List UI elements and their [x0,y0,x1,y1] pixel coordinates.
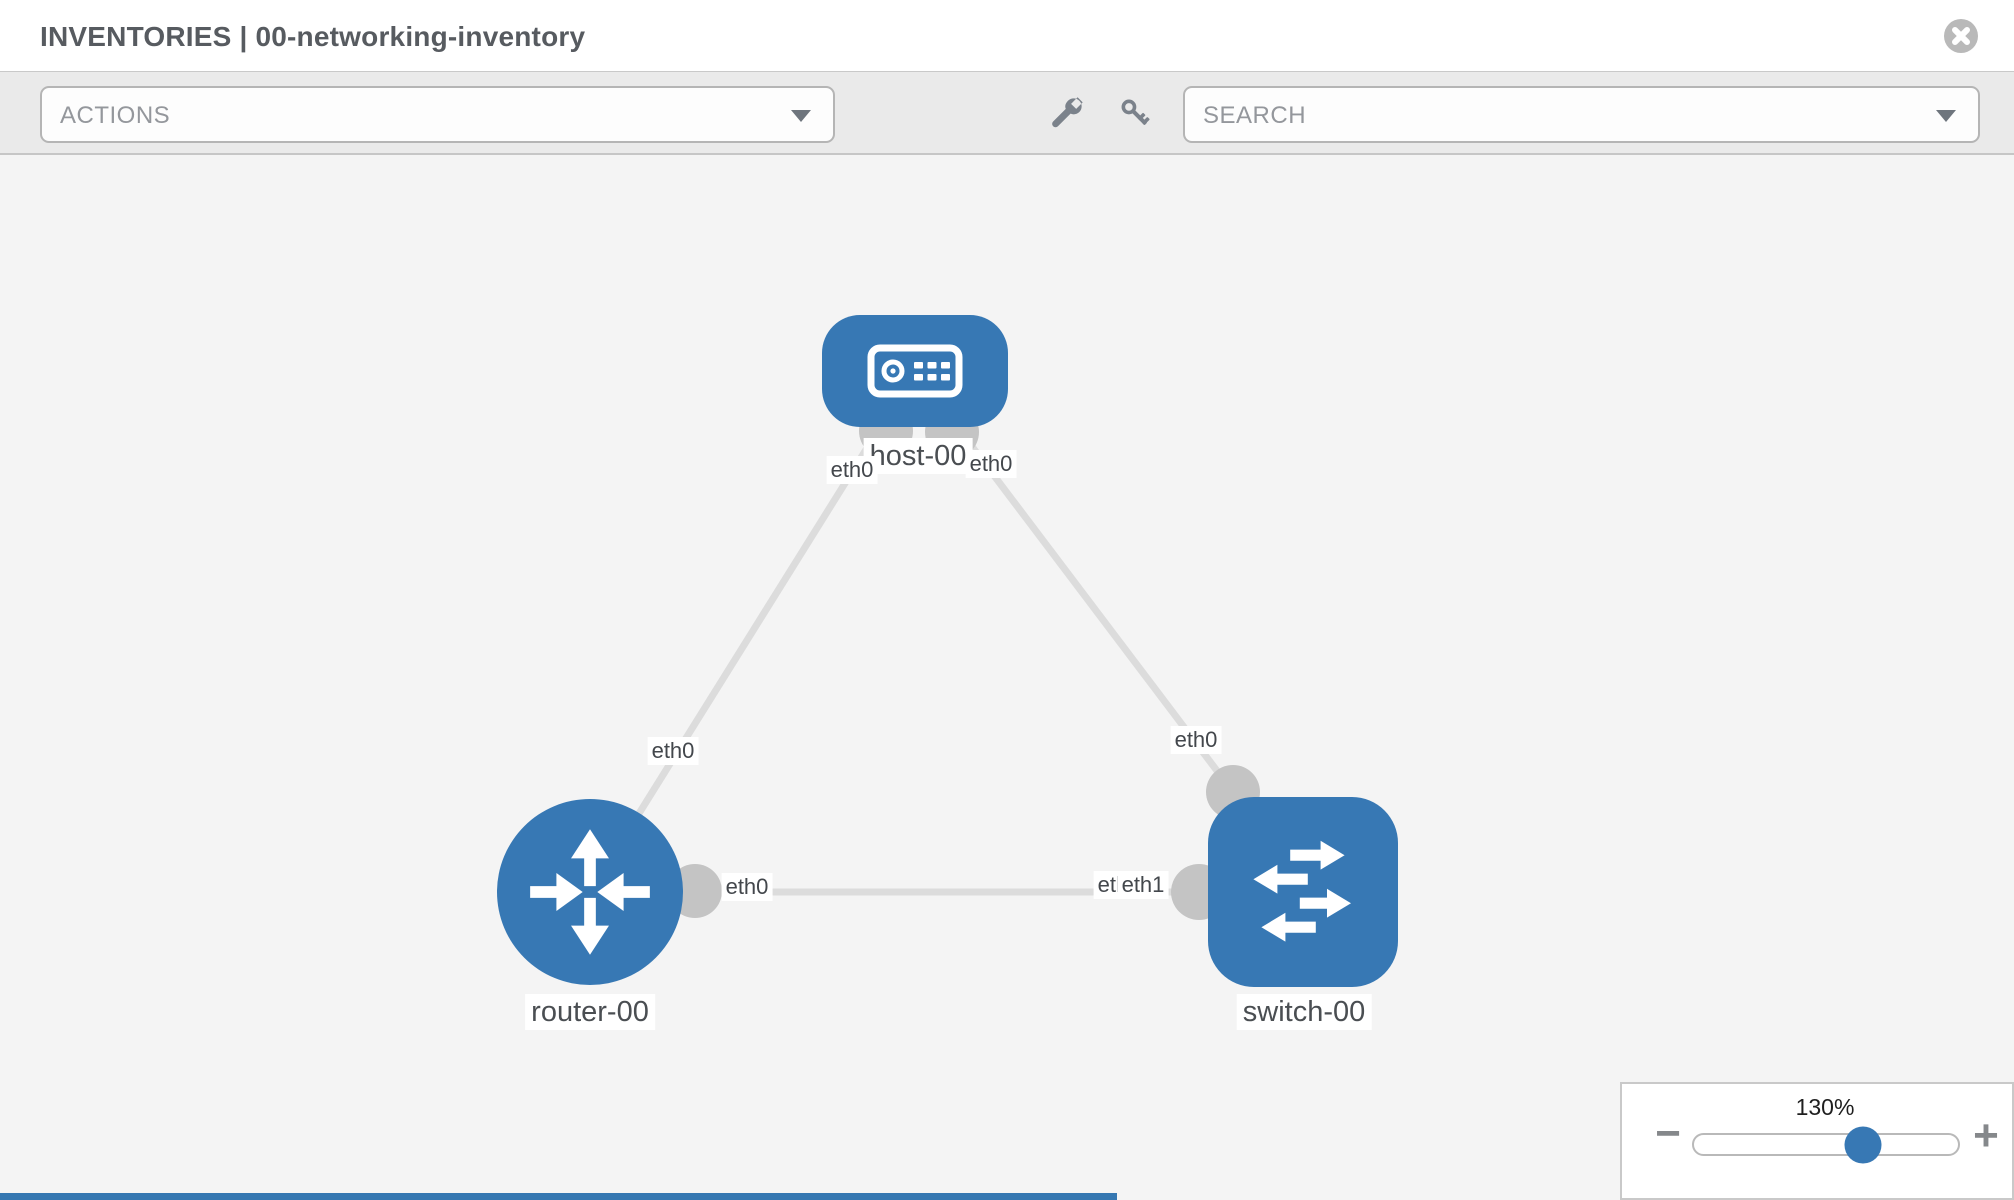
chevron-down-icon [791,110,811,122]
plus-icon: + [1973,1111,1999,1160]
configure-button[interactable] [1046,94,1086,134]
zoom-out-button[interactable]: − [1644,1110,1692,1158]
bottom-accent-strip [0,1193,1117,1200]
topology-canvas[interactable]: host-00 router-00 switch-00 eth0 eth0 et… [0,155,2014,1200]
node-host-00[interactable] [822,315,1008,427]
search-dropdown[interactable]: SEARCH [1183,86,1980,143]
node-label-switch: switch-00 [1236,994,1372,1030]
key-icon [1121,99,1150,125]
zoom-level-value: 130% [1795,1094,1855,1120]
page-title: INVENTORIES | 00-networking-inventory [40,21,586,52]
node-label-router: router-00 [525,994,655,1030]
zoom-slider[interactable] [1692,1126,1960,1163]
interface-label: eth0 [1170,726,1222,754]
node-router-00[interactable] [497,799,683,985]
interface-label: eth0 [721,873,773,901]
actions-dropdown[interactable]: ACTIONS [40,86,835,143]
host-icon [867,344,963,398]
zoom-in-button[interactable]: + [1962,1112,2010,1160]
interface-label: eth1 [1117,871,1169,899]
close-button[interactable] [1944,19,1978,53]
interface-label: eth0 [647,737,699,765]
zoom-control-panel: 130% − + [1620,1082,2014,1200]
interface-label: eth0 [826,456,878,484]
chevron-down-icon [1936,110,1956,122]
node-switch-00[interactable] [1208,797,1398,987]
switch-icon [1253,840,1351,942]
wrench-icon [1052,97,1083,128]
minus-icon: − [1655,1109,1681,1158]
zoom-slider-handle[interactable] [1844,1126,1882,1163]
header: INVENTORIES | 00-networking-inventory [0,0,2014,71]
actions-dropdown-label: ACTIONS [60,102,171,129]
credentials-button[interactable] [1116,94,1156,134]
router-icon [530,829,650,955]
search-dropdown-label: SEARCH [1203,102,1307,129]
links-layer [587,368,1303,920]
interface-label: eth0 [965,450,1017,478]
toolbar: ACTIONS SEARCH [0,71,2014,155]
close-icon [1952,27,1970,45]
node-label-host: host-00 [863,438,973,474]
